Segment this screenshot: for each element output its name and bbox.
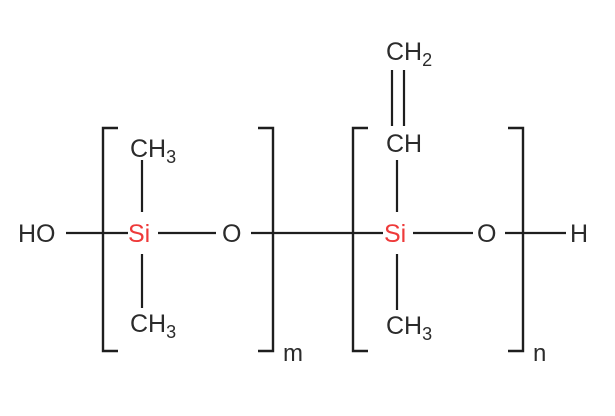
bracket-n-right	[508, 126, 525, 353]
vinyl-ch2: CH2	[386, 38, 432, 70]
repeat-index-n: n	[533, 340, 546, 367]
bracket-n-left	[351, 126, 368, 353]
silicon-atom-n: Si	[384, 220, 406, 248]
repeat-index-m: m	[283, 340, 303, 367]
vinyl-ch: CH	[386, 130, 422, 158]
oxygen-atom-m: O	[222, 220, 241, 248]
bracket-m-left	[101, 126, 118, 353]
bracket-m-right	[258, 126, 275, 353]
double-bond-vinyl	[390, 70, 406, 126]
silicon-atom-m: Si	[128, 220, 150, 248]
oxygen-atom-n: O	[477, 220, 496, 248]
methyl-bottom-n: CH3	[386, 312, 432, 344]
terminal-h: H	[570, 220, 588, 248]
methyl-top-m: CH3	[130, 135, 176, 167]
terminal-ho: HO	[18, 220, 56, 248]
methyl-bottom-m: CH3	[130, 310, 176, 342]
